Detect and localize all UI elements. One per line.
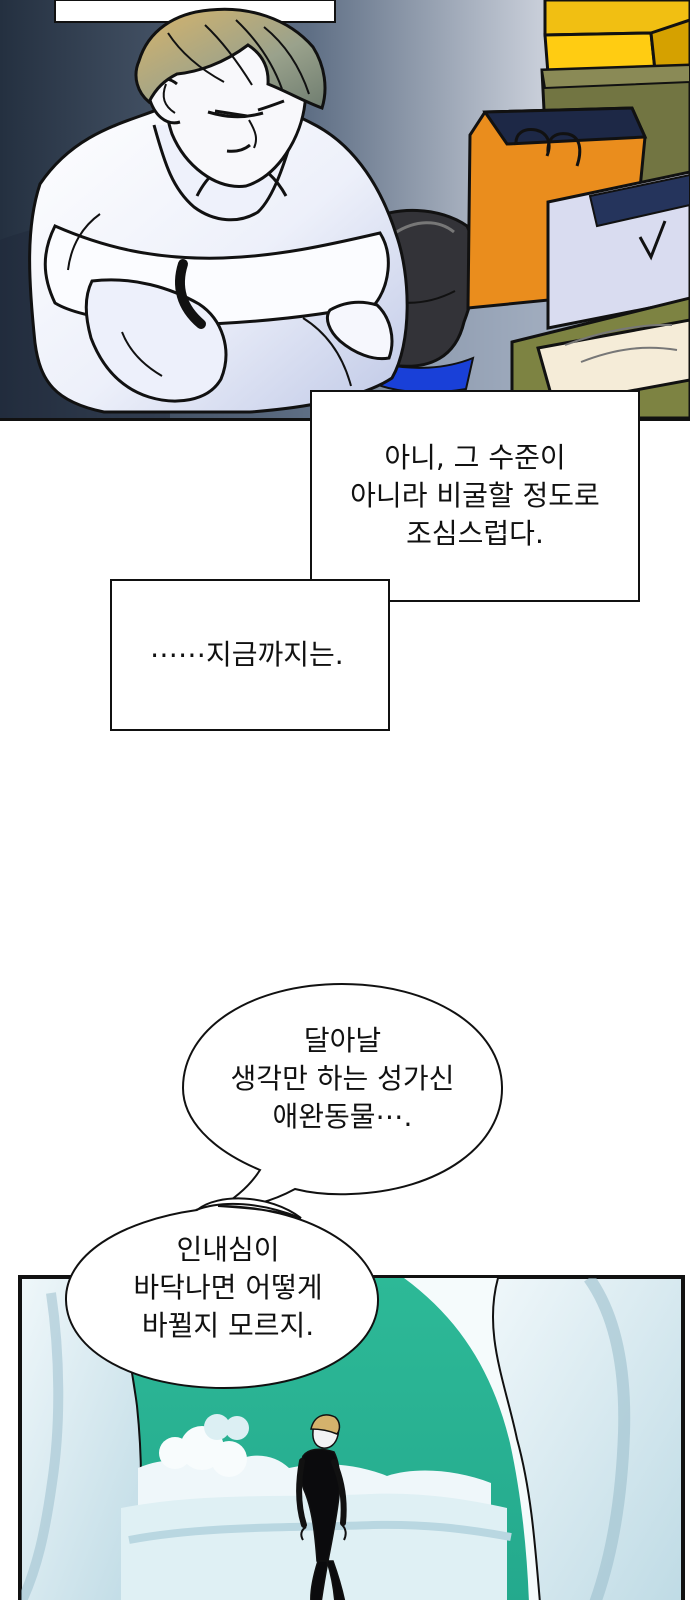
narration-text-1: 아니, 그 수준이 아니라 비굴할 정도로 조심스럽다.: [350, 441, 600, 550]
shopping-bags-group: [466, 0, 690, 418]
speech-balloon-2: 인내심이 바닥나면 어떻게 바뀔지 모르지.: [58, 1197, 398, 1395]
speech-balloon-2-text: 인내심이 바닥나면 어떻게 바뀔지 모르지.: [133, 1233, 323, 1343]
speech-balloon-1: 달아날 생각만 하는 성가신 애완동물⋯.: [175, 980, 510, 1215]
speech-balloon-1-shape: [181, 982, 504, 1210]
narration-box-2: ⋯⋯지금까지는.: [110, 579, 390, 731]
standing-man-figure: [296, 1414, 347, 1600]
top-comic-panel: [0, 0, 690, 421]
narration-box-1: 아니, 그 수준이 아니라 비굴할 정도로 조심스럽다.: [310, 390, 640, 602]
speech-balloon-1-text: 달아날 생각만 하는 성가신 애완동물⋯.: [230, 1024, 455, 1134]
narration-text-2: ⋯⋯지금까지는.: [150, 638, 344, 672]
top-panel-illustration: [0, 0, 690, 418]
seated-man-figure: [28, 7, 409, 414]
speech-balloon-2-shape: [64, 1197, 380, 1390]
